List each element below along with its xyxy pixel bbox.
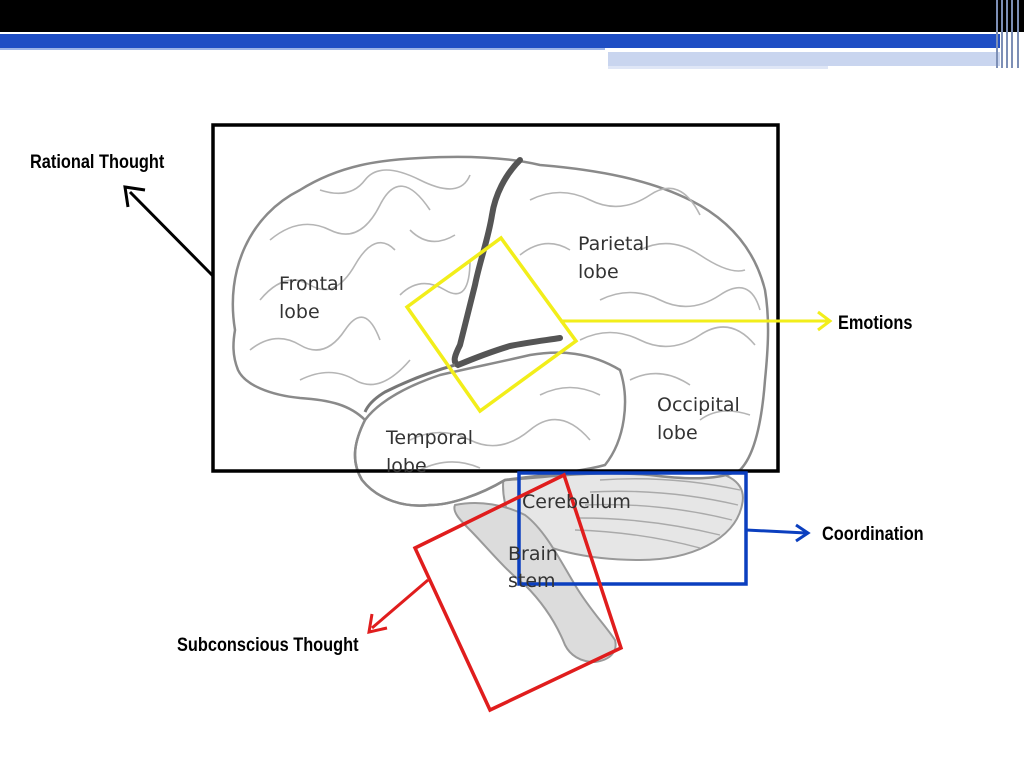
coordination-label: Coordination <box>822 524 924 545</box>
header-accent-line <box>608 66 828 69</box>
brainstem-sub: stem <box>508 570 556 592</box>
rational-thought-arrow <box>128 190 215 278</box>
subconscious-box <box>412 472 624 713</box>
cerebellum-folds <box>574 478 741 549</box>
rational-thought-label: Rational Thought <box>30 152 165 173</box>
subconscious-arrow <box>371 578 429 630</box>
cerebellum-label: Cerebellum <box>522 488 631 516</box>
header-vertical-lines <box>994 0 1024 68</box>
coordination-box <box>517 471 748 586</box>
occipital-lobe-label: Occipital lobe <box>657 391 740 447</box>
emotions-arrowhead <box>817 310 833 332</box>
occipital-lobe-word: Occipital <box>657 394 740 416</box>
header-accent-bar <box>608 52 1000 66</box>
brainstem-word: Brain <box>508 543 558 565</box>
parietal-lobe-sub: lobe <box>578 261 619 283</box>
header-black-bar <box>0 0 1024 32</box>
cerebrum-outline <box>231 155 770 507</box>
temporal-lobe-label: Temporal lobe <box>386 424 473 480</box>
header-blue-stripe <box>0 34 1000 48</box>
gyri <box>249 169 761 471</box>
rational-thought-arrowhead <box>123 185 146 208</box>
subconscious-arrowhead <box>367 613 388 634</box>
temporal-lobe-outline <box>353 351 627 507</box>
frontal-lobe-sub: lobe <box>279 301 320 323</box>
temporal-lobe-sub: lobe <box>386 455 427 477</box>
parietal-lobe-word: Parietal <box>578 233 650 255</box>
sylvian-fissure <box>363 363 456 413</box>
frontal-lobe-label: Frontal lobe <box>279 270 344 326</box>
header-thin-stripe <box>0 48 605 50</box>
coordination-arrowhead <box>795 523 811 543</box>
rational-thought-box <box>211 123 780 473</box>
coordination-arrow <box>745 528 807 535</box>
emotions-label: Emotions <box>838 313 913 334</box>
occipital-lobe-sub: lobe <box>657 422 698 444</box>
subconscious-thought-label: Subconscious Thought <box>177 635 359 656</box>
brainstem-label: Brain stem <box>508 541 558 595</box>
parietal-lobe-label: Parietal lobe <box>578 230 649 286</box>
emotions-box <box>404 235 579 414</box>
cerebellum-word: Cerebellum <box>522 491 631 513</box>
temporal-lobe-word: Temporal <box>386 427 473 449</box>
frontal-lobe-word: Frontal <box>279 273 344 295</box>
central-sulcus <box>451 157 563 369</box>
